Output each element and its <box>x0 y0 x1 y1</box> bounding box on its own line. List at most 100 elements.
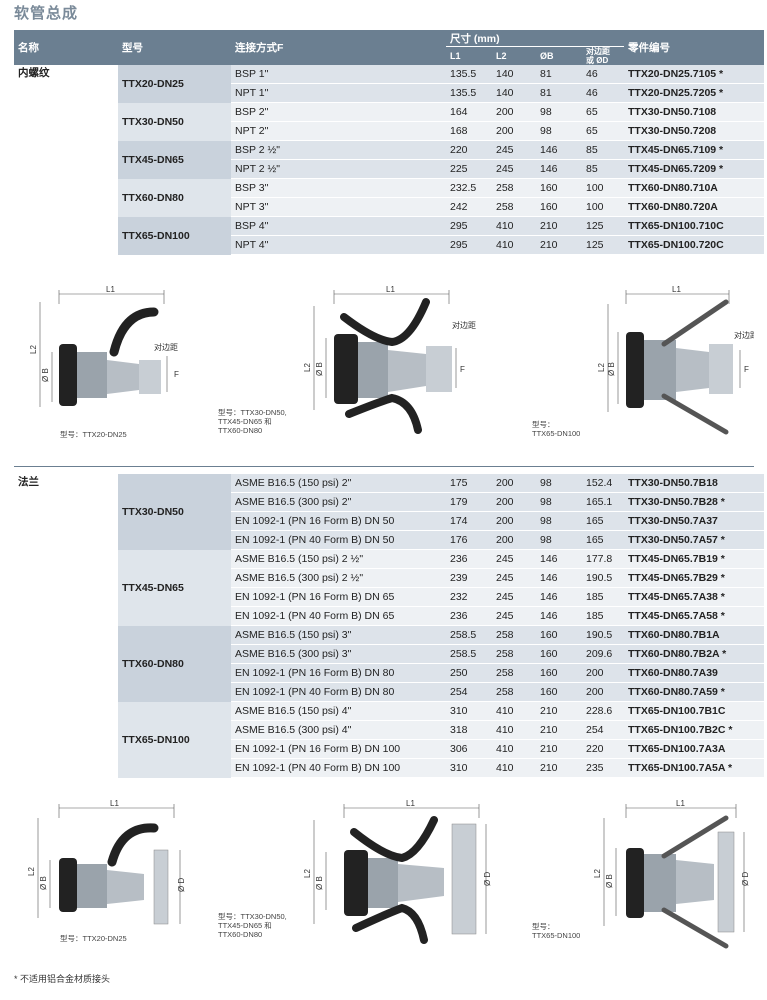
across-label: 对边距 <box>452 320 476 330</box>
ob-cell: 98 <box>536 530 582 550</box>
l2-cell: 200 <box>492 121 536 141</box>
connection-cell: NPT 1" <box>231 83 446 103</box>
l1-cell: 175 <box>446 474 492 493</box>
caption-ttx65: 型号：TTX65-DN100 <box>532 922 581 940</box>
col-l2: L2 <box>492 46 536 65</box>
od-cell: 209.6 <box>582 644 624 664</box>
connection-cell: BSP 4" <box>231 216 446 236</box>
l1-cell: 236 <box>446 549 492 569</box>
l2-cell: 245 <box>492 140 536 160</box>
dim-ob: Ø B <box>315 876 324 890</box>
l1-cell: 220 <box>446 140 492 160</box>
ob-cell: 98 <box>536 492 582 512</box>
ob-cell: 160 <box>536 663 582 683</box>
across-label: 对边距 <box>734 330 754 340</box>
od-cell: 254 <box>582 720 624 740</box>
od-cell: 165 <box>582 511 624 531</box>
rubber-ring <box>334 334 358 404</box>
l1-cell: 306 <box>446 739 492 759</box>
connection-cell: ASME B16.5 (300 psi) 3" <box>231 644 446 664</box>
part-number-cell: TTX30-DN50.7208 <box>624 121 764 141</box>
l2-cell: 258 <box>492 663 536 683</box>
thread-diagrams: L1 L2 Ø B 对边距 F L1 L2 Ø B 对边距 F <box>29 285 754 435</box>
model-cell: TTX45-DN65 <box>118 140 231 179</box>
dim-ob: Ø B <box>39 876 48 890</box>
od-cell: 46 <box>582 83 624 103</box>
ob-cell: 98 <box>536 511 582 531</box>
ob-cell: 98 <box>536 121 582 141</box>
connection-cell: EN 1092-1 (PN 40 Form B) DN 100 <box>231 758 446 778</box>
connection-cell: BSP 1" <box>231 65 446 84</box>
connection-cell: ASME B16.5 (300 psi) 4" <box>231 720 446 740</box>
part-number-cell: TTX60-DN80.720A <box>624 197 764 217</box>
dim-ob: Ø B <box>315 362 324 376</box>
dim-f: F <box>744 365 749 374</box>
ob-cell: 146 <box>536 549 582 569</box>
rubber-ring <box>626 332 644 408</box>
connection-cell: EN 1092-1 (PN 16 Form B) DN 65 <box>231 587 446 607</box>
connection-cell: ASME B16.5 (300 psi) 2 ½" <box>231 568 446 588</box>
od-cell: 200 <box>582 663 624 683</box>
ob-cell: 98 <box>536 474 582 493</box>
col-od: 对边距或 ØD <box>582 46 624 65</box>
l1-cell: 179 <box>446 492 492 512</box>
dim-od: Ø D <box>741 872 750 886</box>
l2-cell: 410 <box>492 235 536 255</box>
l1-cell: 254 <box>446 682 492 702</box>
part-number-cell: TTX45-DN65.7B19 * <box>624 549 764 569</box>
connection-cell: EN 1092-1 (PN 16 Form B) DN 50 <box>231 511 446 531</box>
dim-f: F <box>460 365 465 374</box>
l2-cell: 410 <box>492 720 536 740</box>
part-number-cell: TTX65-DN100.710C <box>624 216 764 236</box>
part-number-cell: TTX60-DN80.7A39 <box>624 663 764 683</box>
dim-l2: L2 <box>303 363 312 372</box>
dim-l1: L1 <box>386 285 395 294</box>
ob-cell: 210 <box>536 701 582 721</box>
od-cell: 100 <box>582 178 624 198</box>
part-number-cell: TTX30-DN50.7A57 * <box>624 530 764 550</box>
connection-cell: NPT 3" <box>231 197 446 217</box>
dim-ob: Ø B <box>41 368 50 382</box>
ob-cell: 210 <box>536 235 582 255</box>
l1-cell: 295 <box>446 235 492 255</box>
connection-cell: ASME B16.5 (150 psi) 4" <box>231 701 446 721</box>
l1-cell: 318 <box>446 720 492 740</box>
l1-cell: 135.5 <box>446 83 492 103</box>
l2-cell: 200 <box>492 511 536 531</box>
l1-cell: 135.5 <box>446 65 492 84</box>
diagram-ttx65-thread: L1 L2 Ø B 对边距 F <box>597 285 754 435</box>
part-number-cell: TTX20-DN25.7105 * <box>624 65 764 84</box>
wing-handle <box>340 298 430 347</box>
l1-cell: 174 <box>446 511 492 531</box>
connection-cell: EN 1092-1 (PN 40 Form B) DN 80 <box>231 682 446 702</box>
l2-cell: 245 <box>492 568 536 588</box>
l2-cell: 245 <box>492 549 536 569</box>
col-name: 名称 <box>14 30 118 65</box>
l1-cell: 232 <box>446 587 492 607</box>
part-number-cell: TTX60-DN80.7A59 * <box>624 682 764 702</box>
across-label: 对边距 <box>154 342 178 352</box>
l2-cell: 245 <box>492 159 536 179</box>
model-cell: TTX45-DN65 <box>118 549 231 626</box>
model-cell: TTX60-DN80 <box>118 625 231 702</box>
flange-diagrams: L1 L2 Ø B Ø D L1 L2 Ø B Ø D L1 L <box>27 799 750 949</box>
connection-cell: ASME B16.5 (150 psi) 2 ½" <box>231 549 446 569</box>
caption-ttx65: 型号：TTX65-DN100 <box>532 420 581 438</box>
ob-cell: 146 <box>536 159 582 179</box>
l2-cell: 245 <box>492 587 536 607</box>
connection-cell: BSP 3" <box>231 178 446 198</box>
ob-cell: 98 <box>536 102 582 122</box>
dim-l1: L1 <box>406 799 415 808</box>
l2-cell: 258 <box>492 682 536 702</box>
